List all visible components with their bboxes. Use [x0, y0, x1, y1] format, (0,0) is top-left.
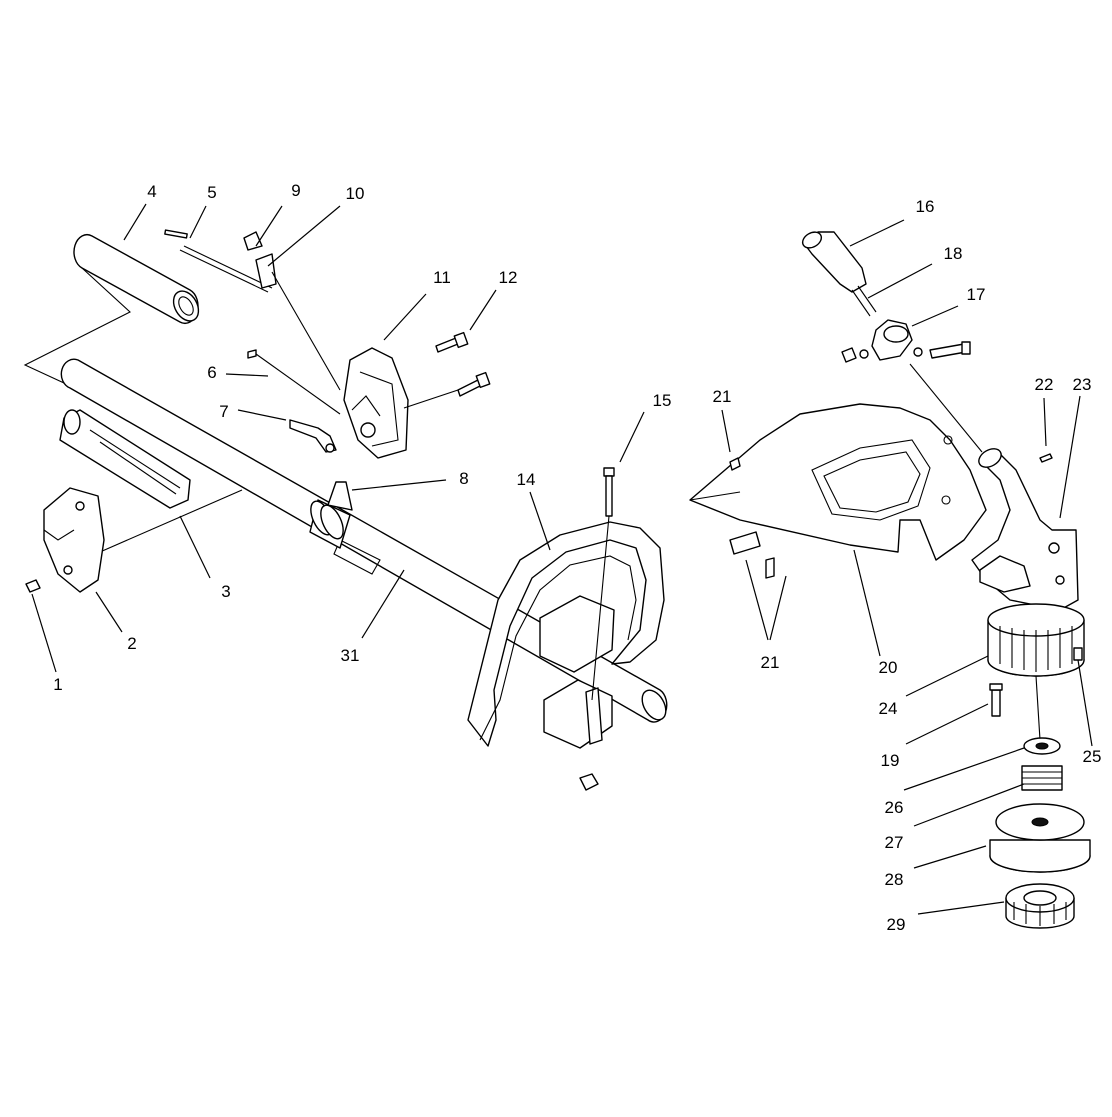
auxiliary-grip: [801, 231, 971, 363]
callout-labels: 1 2 3 4 5 6 7 8 9 10 11 12 14 15 16 17 1…: [53, 181, 1101, 934]
handle-cover: [25, 487, 105, 593]
assembly-line-shaft: [909, 363, 983, 453]
callout-16: 16: [916, 197, 935, 216]
callout-27: 27: [885, 833, 904, 852]
callout-11: 11: [433, 268, 451, 287]
callout-9: 9: [291, 181, 300, 200]
callout-23: 23: [1073, 375, 1092, 394]
callout-17: 17: [967, 285, 986, 304]
callout-8: 8: [459, 469, 468, 488]
callout-24: 24: [879, 699, 898, 718]
leader-lines: [31, 203, 1093, 915]
throttle-cable-parts: [164, 229, 341, 391]
callout-12: 12: [499, 268, 518, 287]
callout-26: 26: [885, 798, 904, 817]
callout-5: 5: [207, 183, 216, 202]
callout-7: 7: [219, 402, 228, 421]
throttle-housing: [343, 347, 409, 459]
main-drive-shaft: [60, 358, 668, 723]
callout-10: 10: [346, 184, 365, 203]
callout-15: 15: [653, 391, 672, 410]
callout-2: 2: [127, 634, 136, 653]
callout-18: 18: [944, 244, 963, 263]
callout-4: 4: [147, 182, 156, 201]
callout-21-bottom: 21: [761, 653, 780, 672]
trimmer-head-parts: [989, 675, 1091, 929]
callout-14: 14: [517, 470, 536, 489]
callout-29: 29: [887, 915, 906, 934]
callout-25: 25: [1083, 747, 1102, 766]
gear-head-assembly: [971, 448, 1085, 677]
callout-3: 3: [221, 582, 230, 601]
callout-31: 31: [341, 646, 360, 665]
callout-1: 1: [53, 675, 62, 694]
loop-handle: [467, 521, 665, 791]
throttle-handle-plate: [59, 409, 243, 553]
callout-20: 20: [879, 658, 898, 677]
handle-bolt: [591, 467, 615, 701]
callout-6: 6: [207, 363, 216, 382]
callout-21-top: 21: [713, 387, 732, 406]
assembly-line-upper: [23, 267, 131, 396]
callout-22: 22: [1035, 375, 1054, 394]
housing-screws: [403, 331, 491, 409]
callout-28: 28: [885, 870, 904, 889]
callout-19: 19: [881, 751, 900, 770]
trigger-and-cable: [247, 349, 341, 453]
upper-shaft-tube: [73, 233, 200, 325]
debris-shield: [689, 403, 987, 579]
